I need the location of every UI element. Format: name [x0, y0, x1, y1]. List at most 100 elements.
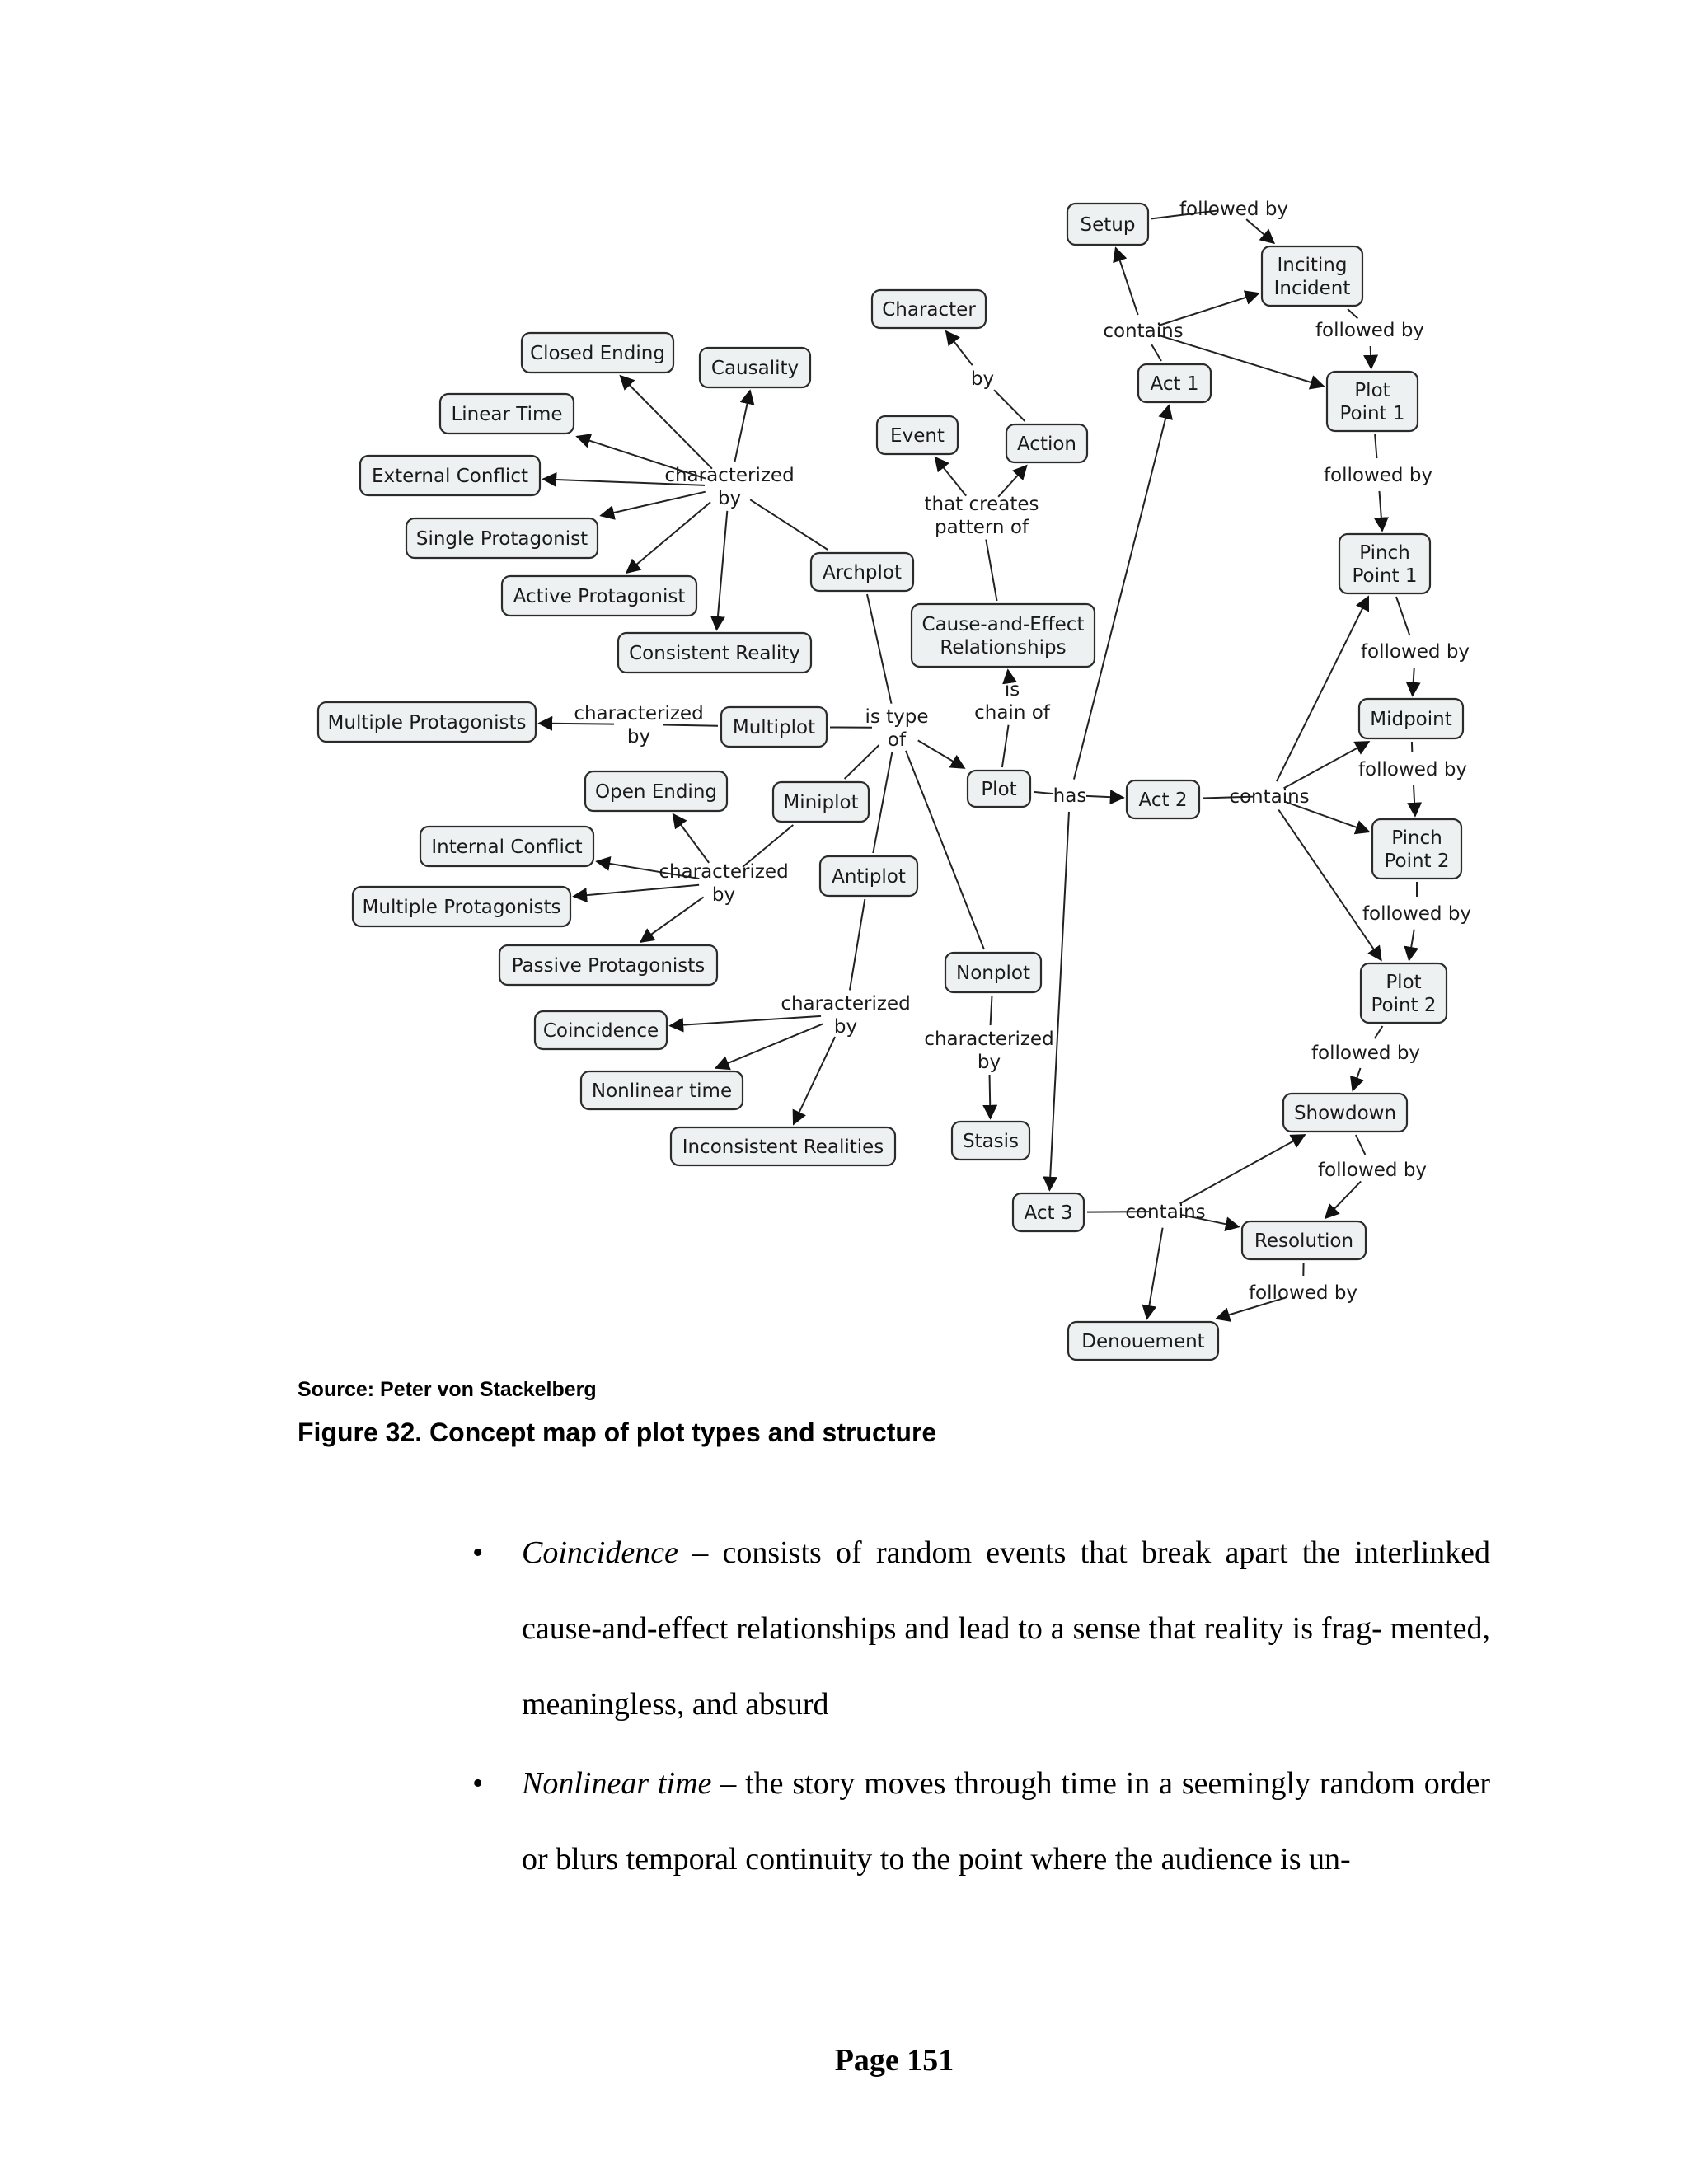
connector-line	[1151, 209, 1218, 220]
connector-line	[982, 1074, 998, 1120]
connector-line	[1275, 595, 1370, 782]
connector-line	[542, 471, 706, 487]
connector-line	[1113, 246, 1139, 316]
concept-node-midpoint: Midpoint	[1357, 697, 1465, 740]
connector-line	[663, 724, 719, 727]
concept-node-label: Act 2	[1139, 790, 1188, 811]
concept-node-resolution: Resolution	[1240, 1220, 1367, 1261]
concept-node-nonplot: Nonplot	[944, 951, 1043, 994]
connector-line	[710, 510, 729, 631]
bullet-list: • Coincidence – consists of random event…	[472, 1515, 1490, 1900]
connector-line	[639, 896, 705, 944]
list-item: • Coincidence – consists of random event…	[472, 1515, 1490, 1742]
connector-line	[1072, 404, 1173, 780]
concept-node-closedending: Closed Ending	[520, 331, 675, 374]
concept-node-passiveprotagonists: Passive Protagonists	[498, 944, 719, 987]
concept-node-label: Action	[1017, 434, 1076, 455]
connector-line	[872, 752, 893, 854]
concept-node-label: External Conflict	[372, 466, 528, 487]
concept-node-multiplot: Multiplot	[720, 705, 828, 748]
concept-node-label: Nonlinear time	[592, 1080, 732, 1102]
concept-node-label: Resolution	[1254, 1230, 1353, 1252]
connector-line	[625, 501, 711, 574]
concept-node-coincidence: Coincidence	[533, 1010, 668, 1051]
connector-line	[1324, 1180, 1362, 1220]
concept-node-setup: Setup	[1066, 202, 1150, 246]
concept-node-label: Internal Conflict	[431, 837, 582, 858]
concept-node-act1: Act 1	[1137, 363, 1212, 404]
concept-node-label: Antiplot	[832, 866, 906, 888]
figure-source: Source: Peter von Stackelberg	[298, 1378, 597, 1401]
connector-line	[1283, 741, 1371, 790]
link-label-fb7: followed by	[1311, 1043, 1420, 1064]
connector-line	[1033, 790, 1054, 795]
link-label-contains2: contains	[1229, 786, 1309, 808]
link-label-fb8: followed by	[1318, 1160, 1427, 1181]
connector-line	[843, 744, 880, 780]
connector-line	[1043, 811, 1070, 1192]
concept-node-lineartime: Linear Time	[438, 392, 575, 435]
concept-node-label: Consistent Reality	[629, 643, 800, 664]
page-number: Page 151	[834, 2043, 954, 2078]
concept-node-character: Character	[870, 288, 987, 330]
bullet-text: – consists of random events that break a…	[522, 1535, 1490, 1722]
concept-node-label: Open Ending	[595, 781, 717, 803]
concept-node-label: Midpoint	[1370, 709, 1452, 730]
concept-node-nonlineartime: Nonlinear time	[579, 1070, 744, 1111]
connector-line	[714, 1023, 823, 1071]
connector-line	[1158, 334, 1325, 390]
connector-line	[1347, 308, 1359, 320]
concept-node-label: Denouement	[1081, 1331, 1204, 1352]
bullet-icon: •	[472, 1535, 484, 1570]
link-label-fb2: followed by	[1315, 320, 1424, 341]
connector-line	[1001, 724, 1010, 768]
concept-node-label: Linear Time	[451, 404, 562, 425]
connector-line	[989, 995, 993, 1026]
connector-line	[1085, 790, 1125, 805]
connector-line	[599, 490, 706, 520]
link-label-fb3: followed by	[1324, 465, 1432, 486]
connector-line	[1373, 1025, 1384, 1039]
concept-node-openending: Open Ending	[584, 770, 729, 813]
connector-line	[997, 464, 1028, 498]
bullet-icon: •	[472, 1766, 484, 1801]
connector-line	[575, 434, 706, 480]
concept-node-causality: Causality	[698, 346, 812, 389]
connector-line	[742, 824, 794, 868]
concept-node-miniplot: Miniplot	[771, 780, 870, 823]
bullet-term: Coincidence	[522, 1535, 678, 1570]
connector-line	[1363, 345, 1379, 370]
concept-node-label: Active Protagonist	[513, 586, 686, 607]
concept-node-showdown: Showdown	[1282, 1092, 1409, 1133]
connector-line	[1374, 434, 1378, 459]
concept-node-label: Multiplot	[733, 717, 815, 738]
connector-line	[1202, 795, 1254, 799]
concept-node-label: Character	[882, 299, 976, 321]
connector-line	[792, 1036, 837, 1126]
figure-caption: Figure 32. Concept map of plot types and…	[298, 1418, 937, 1447]
connector-line	[734, 389, 755, 462]
bullet-term: Nonlinear time	[522, 1766, 712, 1801]
link-label-fb6: followed by	[1362, 903, 1471, 925]
concept-node-plot: Plot	[966, 769, 1032, 808]
concept-node-label: Inconsistent Realities	[682, 1137, 884, 1158]
concept-node-label: Archplot	[823, 562, 902, 583]
concept-node-singleprotagonist: Single Protagonist	[405, 517, 599, 560]
connector-line	[1215, 1296, 1288, 1322]
connector-line	[848, 898, 866, 991]
connector-line	[1355, 1134, 1367, 1155]
connector-line	[1284, 800, 1371, 835]
concept-node-inconsistentrealities: Inconsistent Realities	[669, 1126, 897, 1167]
connector-line	[1405, 667, 1421, 697]
